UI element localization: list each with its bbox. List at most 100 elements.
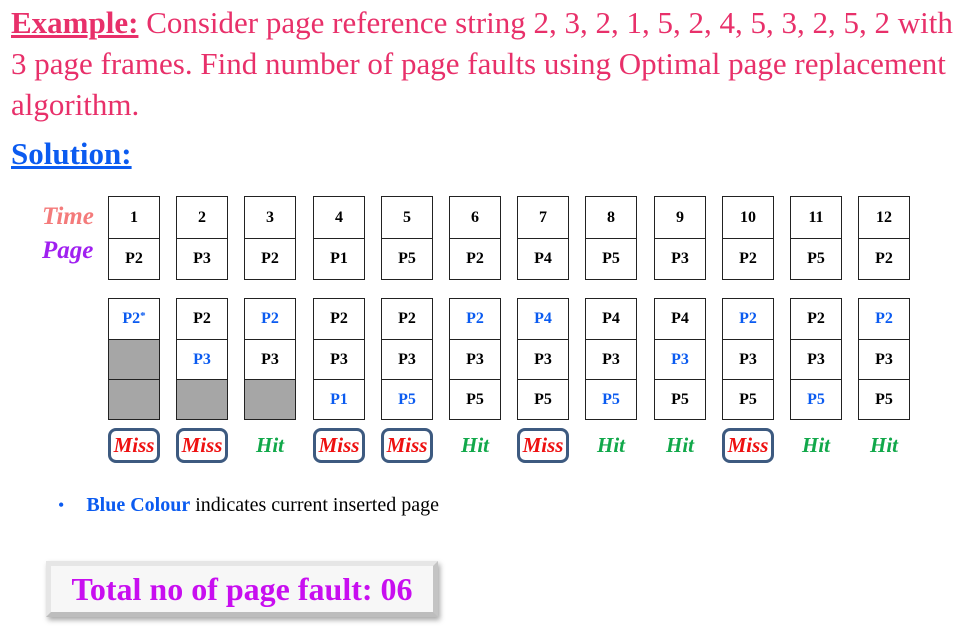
hit-label: Hit — [596, 433, 625, 457]
legend-note: • Blue Colour indicates current inserted… — [58, 494, 439, 517]
frame-value: P3 — [330, 350, 348, 368]
asterisk-mark: * — [140, 310, 146, 322]
frame-cell: P2 — [177, 299, 227, 339]
frame-value: P2 — [193, 310, 211, 327]
frame-value: P2 — [398, 310, 416, 327]
frame-value: P4 — [602, 310, 620, 327]
miss-badge: Miss — [108, 428, 160, 463]
hit-label: Hit — [801, 433, 830, 457]
frame-cell: P2 — [314, 299, 364, 339]
hit-label: Hit — [665, 433, 694, 457]
problem-statement: Example: Consider page reference string … — [11, 2, 973, 125]
frame-cell: P5 — [655, 379, 705, 419]
example-label: Example: — [11, 5, 139, 40]
hit-label: Hit — [255, 433, 284, 457]
frame-cell: P5 — [450, 379, 500, 419]
frame-cell: P4 — [518, 299, 568, 339]
frame-value: P3 — [807, 350, 825, 368]
frame-value: P2 — [739, 310, 757, 327]
legend-highlight: Blue Colour — [86, 494, 191, 516]
frame-cell: P5 — [586, 379, 636, 419]
page-cell: P4 — [518, 238, 568, 279]
frame-cell: P3 — [177, 339, 227, 379]
miss-badge: Miss — [313, 428, 365, 463]
time-cell: 8 — [607, 208, 615, 226]
frame-cell: P5 — [723, 379, 773, 419]
frame-cell: P3 — [655, 339, 705, 379]
frame-value: P3 — [602, 350, 620, 368]
frame-value: P2 — [122, 310, 141, 327]
time-row-label: Time — [42, 203, 94, 230]
page-cell: P3 — [655, 238, 705, 279]
hit-label: Hit — [460, 433, 489, 457]
frame-value: P5 — [534, 390, 552, 408]
frame-cell: P4 — [586, 299, 636, 339]
page-cell: P3 — [177, 238, 227, 279]
empty-frame — [109, 379, 159, 419]
page-row-label: Page — [42, 237, 94, 264]
frame-stack: P2* — [108, 298, 160, 420]
page-cell: P5 — [586, 238, 636, 279]
miss-badge: Miss — [381, 428, 433, 463]
frame-cell: P2* — [109, 299, 159, 339]
frame-value: P2 — [261, 310, 279, 327]
frame-value: P2 — [330, 310, 348, 327]
solution-heading: Solution: — [11, 136, 132, 171]
empty-frame — [109, 339, 159, 379]
frame-value: P5 — [875, 390, 893, 408]
time-cell: 10 — [740, 208, 756, 226]
time-cell: 7 — [539, 208, 547, 226]
frame-value: P3 — [398, 350, 416, 368]
time-cell: 9 — [676, 208, 684, 226]
frame-cell: P3 — [450, 339, 500, 379]
time-cell: 4 — [335, 208, 343, 226]
time-cell: 5 — [403, 208, 411, 226]
frame-value: P2 — [466, 310, 484, 327]
time-cell: 6 — [471, 208, 479, 226]
empty-frame — [245, 379, 295, 419]
frame-cell: P2 — [859, 299, 909, 339]
frame-value: P5 — [602, 390, 620, 408]
frame-value: P4 — [534, 310, 552, 327]
frame-cell: P4 — [655, 299, 705, 339]
frame-cell: P5 — [382, 379, 432, 419]
frame-value: P3 — [739, 350, 757, 368]
frame-cell: P2 — [723, 299, 773, 339]
frame-value: P4 — [671, 310, 689, 327]
bullet-icon: • — [58, 495, 65, 515]
frame-cell: P2 — [382, 299, 432, 339]
problem-text: Consider page reference string 2, 3, 2, … — [11, 5, 953, 122]
frame-cell: P3 — [314, 339, 364, 379]
total-page-faults: Total no of page fault: 06 — [46, 561, 438, 617]
hit-label: Hit — [869, 433, 898, 457]
frame-cell: P3 — [859, 339, 909, 379]
time-cell: 2 — [198, 208, 206, 226]
frame-value: P3 — [261, 350, 279, 368]
page-cell: P5 — [791, 238, 841, 279]
frame-cell: P2 — [791, 299, 841, 339]
page-cell: P1 — [314, 238, 364, 279]
page-cell: P5 — [382, 238, 432, 279]
miss-badge: Miss — [176, 428, 228, 463]
frame-cell: P5 — [859, 379, 909, 419]
frame-cell: P3 — [791, 339, 841, 379]
page-cell: P2 — [450, 238, 500, 279]
frame-value: P5 — [466, 390, 484, 408]
frame-cell: P5 — [791, 379, 841, 419]
frame-value: P5 — [739, 390, 757, 408]
empty-frame — [177, 379, 227, 419]
time-cell: 12 — [876, 208, 892, 226]
